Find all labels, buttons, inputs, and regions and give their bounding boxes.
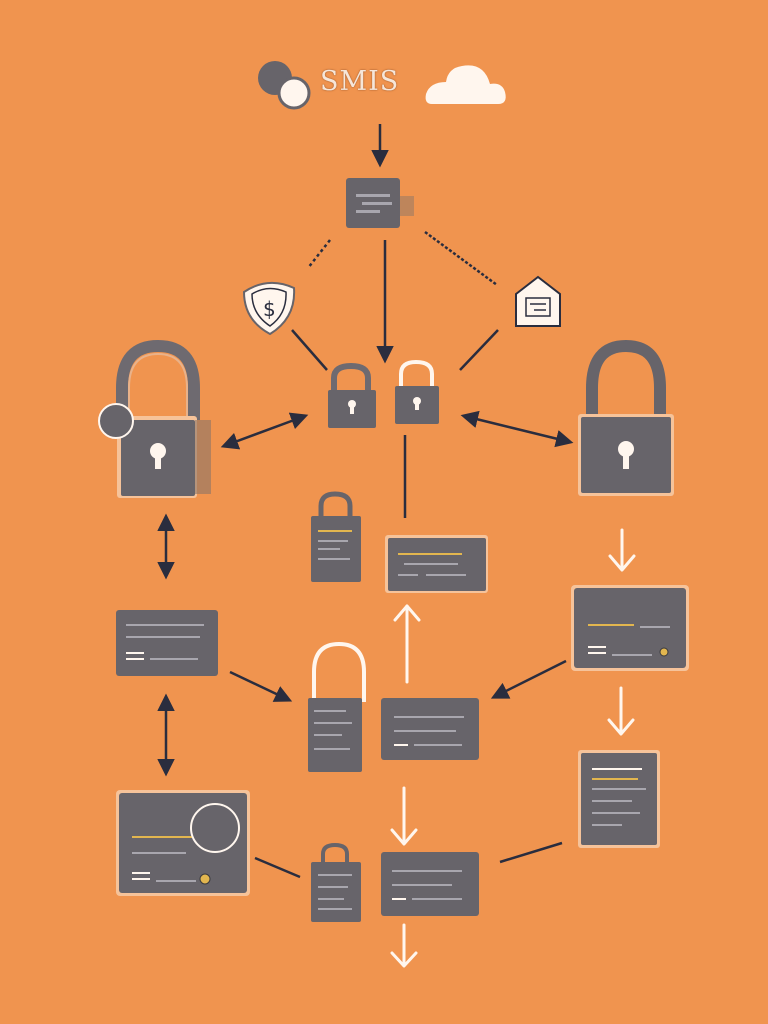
light-arrows [390,528,636,968]
edge-right-bigLock [460,410,574,448]
edge-shield-to-lock [291,329,328,371]
arrow-right-col-1 [608,528,636,572]
card-bottom-center[interactable] [381,852,479,916]
edge-right-bottom [499,841,563,864]
lock-center-left[interactable] [328,362,376,428]
circle-pair-icon [258,61,311,110]
edge-bottom-left [254,856,301,879]
edge-left-to-midLock [229,670,293,702]
lock-document-upper[interactable] [311,491,361,582]
card-left-bottom[interactable] [116,790,250,896]
lock-document-middle[interactable] [308,641,366,772]
arrow-right-col-2 [607,686,635,736]
arrow-mid-down-2 [390,923,418,968]
lock-document-bottom[interactable] [311,842,361,922]
lock-big-right[interactable] [578,339,674,496]
lock-center-right[interactable] [395,359,439,424]
card-right-upper[interactable] [571,585,689,671]
edge-right-to-mid [490,659,567,699]
edge-left-bigLock [220,412,309,450]
shield-dollar-icon: $ [242,281,296,336]
cloud-icon [425,65,506,104]
edge-root-to-home [424,230,498,287]
document-right-lower[interactable] [578,750,660,848]
app-title: SMIS [320,66,400,97]
svg-text:$: $ [263,297,276,321]
edge-home-to-lock [459,329,499,371]
home-chart-icon [515,275,561,327]
card-left-middle[interactable] [116,610,218,676]
lock-big-left[interactable] [98,339,211,498]
root-node[interactable] [346,178,414,228]
arrow-mid-down-1 [390,786,418,846]
edges [157,124,574,879]
card-center-lower[interactable] [381,698,479,760]
arrow-mid-up [393,604,421,684]
edge-root-to-shield [307,239,331,269]
card-center-middle[interactable] [385,535,488,593]
